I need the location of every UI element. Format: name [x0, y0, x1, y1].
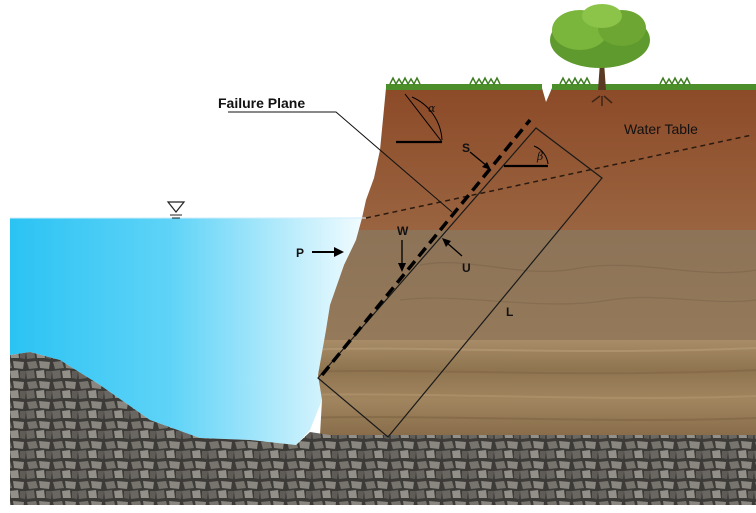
weight-arrow	[398, 240, 406, 272]
rock-bed	[10, 352, 756, 505]
soil-layers	[318, 88, 756, 435]
seepage-force-label: S	[462, 141, 470, 155]
water-table-label: Water Table	[624, 121, 698, 137]
water-body	[10, 218, 366, 445]
lower-soil-layer	[318, 340, 756, 435]
failure-plane-leader	[228, 111, 453, 213]
water-pressure-arrow	[312, 247, 344, 257]
alpha-angle-mark	[396, 93, 443, 144]
pore-pressure-arrow	[442, 238, 463, 257]
middle-soil-layer	[318, 230, 756, 340]
alpha-label: α	[428, 102, 436, 115]
length-label: L	[506, 305, 513, 319]
water-table-line	[365, 134, 753, 219]
topsoil-layer	[318, 88, 756, 230]
sliding-block-outline	[317, 127, 603, 438]
pore-pressure-label: U	[462, 261, 471, 275]
failure-plane-line	[320, 118, 532, 377]
seepage-arrow	[469, 151, 491, 170]
water-pressure-label: P	[296, 246, 304, 260]
beta-label: β	[536, 150, 543, 163]
inverted-triangle-icon	[166, 201, 186, 219]
failure-plane-label: Failure Plane	[218, 95, 305, 111]
beta-angle-mark	[504, 145, 549, 168]
tree-icon	[550, 4, 650, 106]
weight-label: W	[397, 224, 409, 238]
grass-strip	[386, 76, 756, 90]
